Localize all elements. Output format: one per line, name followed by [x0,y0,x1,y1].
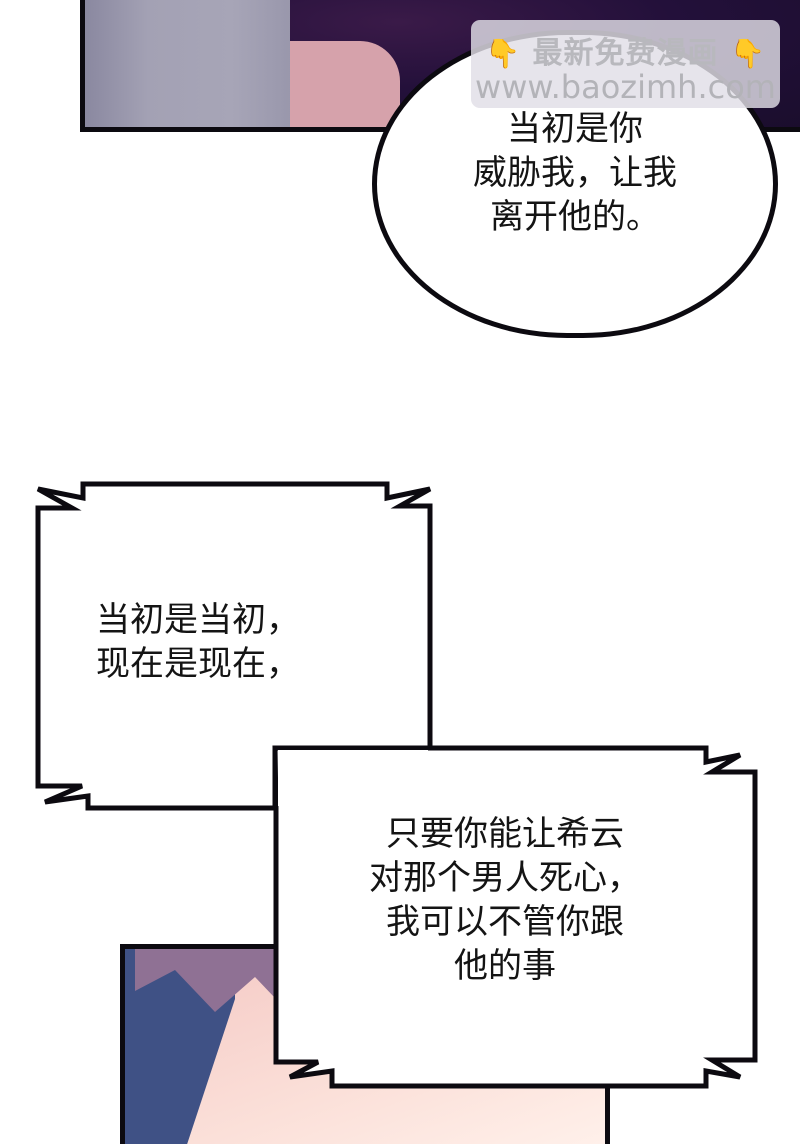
bubble-line: 威胁我，让我 [473,153,677,193]
pointing-down-hand-icon: 👇 [485,37,522,70]
spiky-bubble-1-shape [35,481,433,811]
bubble-line: 我可以不管你跟 [386,902,624,942]
bubble-line: 当初是当初， [96,600,300,640]
skin-art [290,41,400,127]
bubble-line: 现在是现在， [96,644,300,684]
pointing-down-hand-icon: 👇 [729,37,766,70]
watermark-banner[interactable]: 👇 最新免费漫画 👇 www.baozimh.com [471,20,780,108]
spiky-bubble-2-text: 只要你能让希云 对那个男人死心， 我可以不管你跟 他的事 [300,812,710,988]
watermark-url[interactable]: www.baozimh.com [475,68,776,106]
bubble-line: 对那个男人死心， [369,858,641,898]
bubble-line: 离开他的。 [490,197,660,237]
bubble-line: 只要你能让希云 [386,814,624,854]
watermark-title: 最新免费漫画 [532,36,719,71]
spiky-bubble-1-text: 当初是当初， 现在是现在， [62,598,426,686]
spiky-bubble-2-shape [272,745,758,1089]
watermark-title-row: 👇 最新免费漫画 👇 [471,28,780,72]
gray-clothing-art [85,0,295,127]
bubble-line: 当初是你 [507,109,643,149]
bubble-line: 他的事 [454,946,556,986]
oval-bubble-text: 当初是你 威胁我，让我 离开他的。 [377,107,773,239]
